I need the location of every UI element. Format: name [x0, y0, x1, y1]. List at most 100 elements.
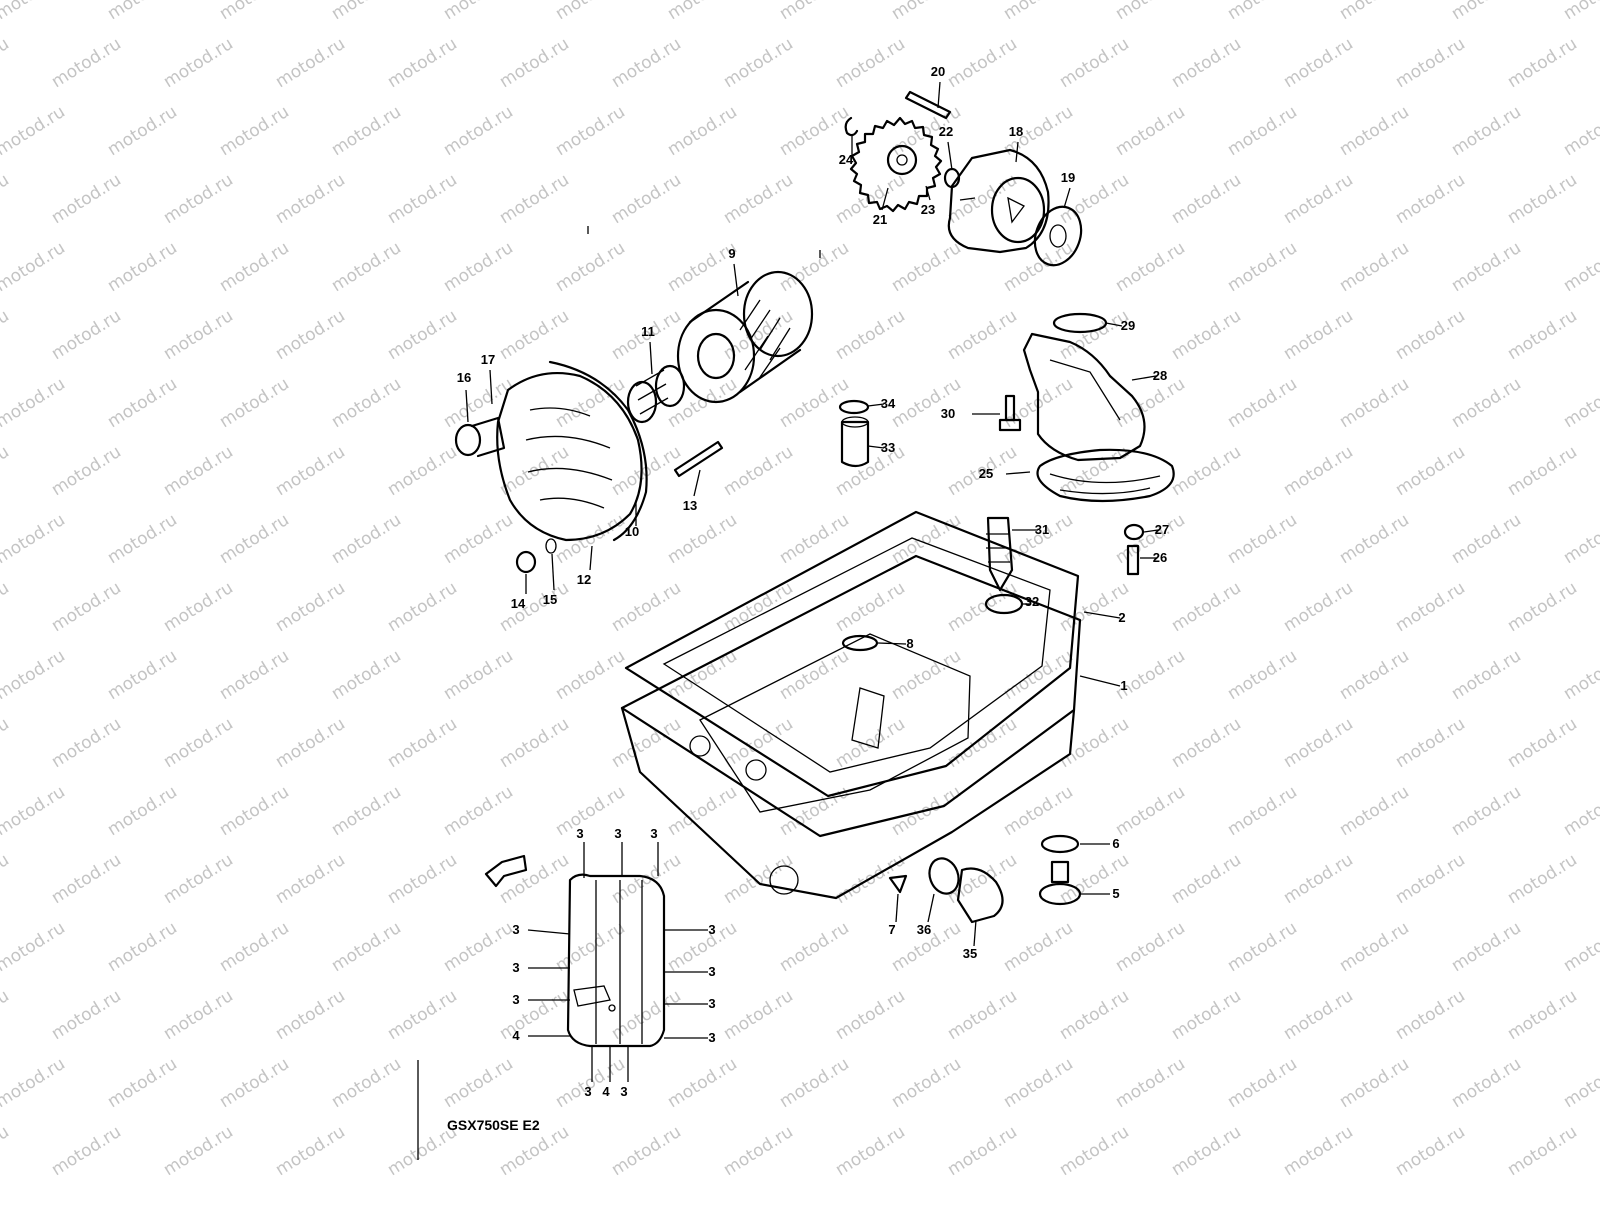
- callout-13: 13: [683, 469, 701, 513]
- callout-3: 3: [576, 826, 585, 878]
- watermark-text: motod.ru: [1560, 102, 1600, 160]
- watermark-text: motod.ru: [664, 918, 741, 976]
- watermark-text: motod.ru: [1448, 646, 1525, 704]
- callout-20: 20: [931, 64, 945, 109]
- callout-label: 26: [1153, 550, 1167, 565]
- callout-leader-line: [937, 81, 941, 109]
- watermark-text: motod.ru: [0, 1122, 13, 1180]
- callout-label: 24: [839, 152, 854, 167]
- watermark-layer: motod.ru motod.ru motod.ru motod.ru motod.ru…: [0, 0, 1600, 1180]
- callout-21: 21: [873, 187, 889, 227]
- small-nut: [1123, 523, 1145, 541]
- sprocket-pin: [904, 90, 952, 120]
- pan-cap: [888, 874, 908, 894]
- watermark-text: motod.ru: [496, 34, 573, 92]
- watermark-text: motod.ru: [384, 578, 461, 636]
- watermark-text: motod.ru: [1448, 238, 1525, 296]
- watermark-text: motod.ru: [1392, 714, 1469, 772]
- callout-label: 3: [584, 1084, 591, 1099]
- watermark-text: motod.ru: [832, 1122, 909, 1180]
- watermark-text: motod.ru: [776, 0, 853, 24]
- watermark-text: motod.ru: [664, 510, 741, 568]
- watermark-text: motod.ru: [48, 442, 125, 500]
- callout-label: 17: [481, 352, 495, 367]
- watermark-text: motod.ru: [0, 374, 69, 432]
- watermark-text: motod.ru: [496, 714, 573, 772]
- watermark-text: motod.ru: [104, 782, 181, 840]
- drain-gasket: [1040, 834, 1080, 854]
- callout-8: 8: [877, 636, 914, 651]
- watermark-text: motod.ru: [664, 102, 741, 160]
- watermark-text: motod.ru: [1560, 646, 1600, 704]
- watermark-text: motod.ru: [888, 0, 965, 24]
- watermark-text: motod.ru: [1224, 1054, 1301, 1112]
- callout-label: 19: [1061, 170, 1075, 185]
- watermark-text: motod.ru: [1504, 714, 1581, 772]
- callout-label: 29: [1121, 318, 1135, 333]
- watermark-text: motod.ru: [720, 442, 797, 500]
- watermark-text: motod.ru: [272, 714, 349, 772]
- watermark-text: motod.ru: [0, 850, 13, 908]
- watermark-text: motod.ru: [1056, 1122, 1133, 1180]
- small-bolt: [1126, 544, 1140, 576]
- watermark-text: motod.ru: [328, 102, 405, 160]
- callout-label: 8: [906, 636, 913, 651]
- callout-leader-line: [867, 403, 885, 407]
- pump-gasket: [1033, 205, 1083, 267]
- watermark-text: motod.ru: [48, 850, 125, 908]
- callout-3: 3: [512, 922, 571, 937]
- callout-label: 3: [512, 992, 519, 1007]
- callout-leader-line: [1083, 611, 1121, 619]
- watermark-text: motod.ru: [552, 102, 629, 160]
- callout-6: 6: [1080, 836, 1120, 851]
- watermark-text: motod.ru: [216, 1054, 293, 1112]
- watermark-text: motod.ru: [216, 510, 293, 568]
- watermark-text: motod.ru: [888, 102, 965, 160]
- callout-label: 23: [921, 202, 935, 217]
- callout-label: 3: [620, 1084, 627, 1099]
- watermark-text: motod.ru: [1504, 986, 1581, 1044]
- watermark-text: motod.ru: [944, 578, 1021, 636]
- watermark-text: motod.ru: [1112, 374, 1189, 432]
- oil-filter: [676, 270, 814, 404]
- callout-label: 12: [577, 572, 591, 587]
- watermark-text: motod.ru: [496, 850, 573, 908]
- watermark-text: motod.ru: [496, 170, 573, 228]
- callout-19: 19: [1061, 170, 1075, 209]
- watermark-text: motod.ru: [1504, 1122, 1581, 1180]
- callout-1: 1: [1079, 675, 1128, 693]
- callout-36: 36: [917, 893, 935, 937]
- callout-34: 34: [867, 396, 896, 411]
- oil-strainer: [1022, 332, 1175, 503]
- watermark-text: motod.ru: [272, 306, 349, 364]
- callout-label: 31: [1035, 522, 1049, 537]
- watermark-text: motod.ru: [1168, 306, 1245, 364]
- watermark-text: motod.ru: [1112, 102, 1189, 160]
- callout-label: 3: [708, 922, 715, 937]
- oil-pan-bottom-view: [566, 873, 666, 1048]
- watermark-text: motod.ru: [48, 306, 125, 364]
- watermark-text: motod.ru: [1224, 918, 1301, 976]
- watermark-text: motod.ru: [1112, 782, 1189, 840]
- watermark-text: motod.ru: [48, 170, 125, 228]
- callout-label: 30: [941, 406, 955, 421]
- watermark-text: motod.ru: [0, 782, 69, 840]
- callout-11: 11: [641, 324, 655, 375]
- watermark-text: motod.ru: [272, 1122, 349, 1180]
- callout-label: 1: [1120, 678, 1127, 693]
- watermark-text: motod.ru: [0, 986, 13, 1044]
- watermark-text: motod.ru: [1504, 578, 1581, 636]
- watermark-text: motod.ru: [160, 850, 237, 908]
- callout-23: 23: [921, 185, 935, 217]
- callout-3: 3: [512, 960, 570, 975]
- callout-27: 27: [1143, 522, 1169, 537]
- watermark-text: motod.ru: [888, 646, 965, 704]
- watermark-text: motod.ru: [1504, 850, 1581, 908]
- watermark-text: motod.ru: [0, 646, 69, 704]
- callout-4: 4: [512, 1028, 570, 1043]
- callout-label: 18: [1009, 124, 1023, 139]
- watermark-text: motod.ru: [1000, 918, 1077, 976]
- callout-3: 3: [650, 826, 659, 876]
- callout-leader-line: [465, 389, 469, 423]
